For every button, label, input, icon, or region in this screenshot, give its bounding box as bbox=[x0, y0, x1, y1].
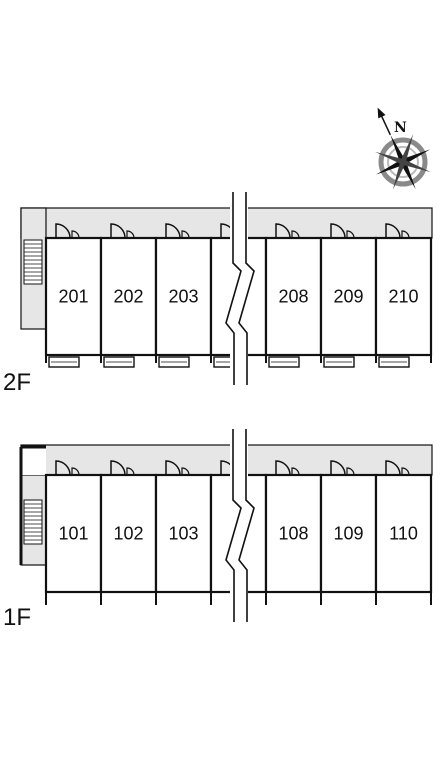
unit-number: 109 bbox=[333, 524, 363, 544]
door-swing-icon bbox=[110, 460, 126, 476]
unit-201 bbox=[44, 236, 103, 357]
unit-208 bbox=[264, 236, 323, 357]
door-swing-icon bbox=[330, 223, 346, 239]
meter-icon bbox=[291, 467, 300, 476]
break-marker bbox=[225, 192, 255, 385]
unit-number: 202 bbox=[113, 287, 143, 307]
unit-number: 101 bbox=[58, 524, 88, 544]
compass-rose-icon: N bbox=[375, 107, 431, 190]
unit-102 bbox=[99, 473, 158, 594]
meter-icon bbox=[401, 230, 410, 239]
unit-110 bbox=[374, 473, 433, 594]
meter-icon bbox=[71, 467, 80, 476]
floor-label: 2F bbox=[3, 369, 31, 396]
unit-number: 102 bbox=[113, 524, 143, 544]
floor-2f: 201 202 203 208 209 210 2F bbox=[3, 192, 433, 396]
unit-number: 108 bbox=[278, 524, 308, 544]
meter-icon bbox=[71, 230, 80, 239]
unit-number: 210 bbox=[388, 287, 418, 307]
unit-number: 208 bbox=[278, 287, 308, 307]
break-line-right bbox=[238, 429, 255, 622]
meter-icon bbox=[291, 230, 300, 239]
stairs-icon bbox=[23, 239, 43, 285]
unit-209 bbox=[319, 236, 378, 357]
door-swing-icon bbox=[330, 460, 346, 476]
break-marker bbox=[225, 429, 255, 622]
door-swing-icon bbox=[110, 223, 126, 239]
door-swing-icon bbox=[385, 460, 401, 476]
door-swing-icon bbox=[385, 223, 401, 239]
meter-icon bbox=[346, 467, 355, 476]
break-line-left bbox=[225, 192, 242, 385]
meter-icon bbox=[181, 230, 190, 239]
meter-icon bbox=[126, 467, 135, 476]
unit-number: 103 bbox=[168, 524, 198, 544]
floor-1f: 101 102 103 108 109 110 1F bbox=[3, 429, 433, 631]
door-swing-icon bbox=[55, 460, 71, 476]
stairs-icon bbox=[23, 499, 43, 545]
unit-202 bbox=[99, 236, 158, 357]
unit-103 bbox=[154, 473, 213, 594]
unit-number: 209 bbox=[333, 287, 363, 307]
meter-icon bbox=[401, 467, 410, 476]
break-line-left bbox=[225, 429, 242, 622]
door-swing-icon bbox=[275, 223, 291, 239]
unit-number: 203 bbox=[168, 287, 198, 307]
meter-icon bbox=[346, 230, 355, 239]
floors-layer: 201 202 203 208 209 210 2F 101 102 103 108 109 110 1F bbox=[3, 192, 433, 631]
break-line-right bbox=[238, 192, 255, 385]
door-swing-icon bbox=[55, 223, 71, 239]
unit-210 bbox=[374, 236, 433, 357]
door-swing-icon bbox=[275, 460, 291, 476]
corridor bbox=[20, 444, 433, 476]
unit-number: 110 bbox=[389, 524, 418, 544]
door-swing-icon bbox=[165, 223, 181, 239]
compass-north-label: N bbox=[394, 120, 407, 136]
meter-icon bbox=[181, 467, 190, 476]
door-swing-icon bbox=[165, 460, 181, 476]
corridor bbox=[20, 207, 433, 239]
floor-label: 1F bbox=[3, 604, 31, 631]
unit-number: 201 bbox=[58, 287, 88, 307]
stair-wing-gap bbox=[21, 447, 46, 475]
meter-icon bbox=[126, 230, 135, 239]
